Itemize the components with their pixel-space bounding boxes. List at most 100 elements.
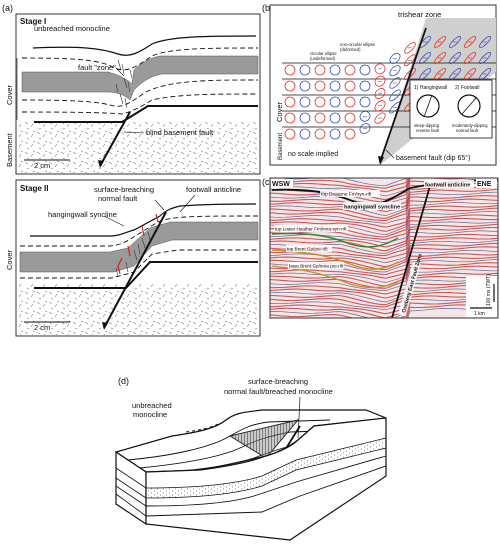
strain-ellipse xyxy=(299,112,311,124)
strain-ellipse xyxy=(404,42,416,54)
panel-c-tag: (c) xyxy=(262,177,273,187)
seismic-reflector xyxy=(303,304,498,318)
strain-ellipse xyxy=(434,36,446,48)
horizon-3-label: top Brent Gp/pre-rift xyxy=(287,247,328,252)
strain-ellipse xyxy=(374,63,386,75)
strain-ellipse xyxy=(479,36,491,48)
strain-ellipse xyxy=(329,128,341,140)
stage-2-dashed-bed-2 xyxy=(20,249,258,279)
seismic-frame xyxy=(269,177,499,319)
strain-ellipse xyxy=(389,52,401,64)
strain-ellipse xyxy=(374,75,386,87)
strain-ellipse xyxy=(359,64,371,76)
strain-ellipse xyxy=(314,112,326,124)
stage-1-surface-line xyxy=(32,35,257,56)
wsw-label: WSW xyxy=(272,181,290,188)
stage-2-scale-label: 2 cm xyxy=(34,323,50,332)
stage-1-fault-zone-leader xyxy=(115,67,125,77)
strain-ellipse xyxy=(284,128,296,140)
seismic-reflector xyxy=(270,178,408,189)
seismic-reflector xyxy=(270,198,498,222)
strain-ellipse xyxy=(389,89,401,102)
inset-hangingwall-circle xyxy=(416,94,440,118)
km-scale-label: 1 km xyxy=(474,311,485,317)
seismic-reflector xyxy=(270,265,498,289)
strain-ellipse xyxy=(449,52,461,64)
stage-1-basement-top xyxy=(34,105,258,123)
seismic-reflector xyxy=(270,207,498,232)
strain-ellipse xyxy=(329,80,341,92)
stage-2-title: Stage II xyxy=(20,184,48,193)
seismic-reflector xyxy=(270,204,498,228)
stage-2-fault-leader xyxy=(154,199,165,211)
strain-ellipse xyxy=(344,112,356,124)
stage-2-surface-fault-line1: surface-breaching xyxy=(94,185,154,194)
scale-box-bg xyxy=(466,276,497,317)
seismic-reflector xyxy=(270,281,498,306)
stage-2-basement-top xyxy=(34,261,258,289)
unbreached-dashed xyxy=(185,423,219,433)
panel-d-unbreached-2: monocline xyxy=(133,410,167,419)
strain-ellipse xyxy=(419,68,431,80)
seismic-reflector xyxy=(270,278,498,303)
horizon-top-brent xyxy=(271,249,399,270)
strain-ellipse xyxy=(389,65,401,77)
stage-1-basement-label: Basement xyxy=(5,132,14,167)
no-scale-label: no scale implied xyxy=(288,151,338,158)
stage-1-fault-zone-label: fault "zone" xyxy=(78,63,116,72)
basement-fault-arrow xyxy=(378,156,384,165)
inset-footwall-title: 2) Footwall xyxy=(455,85,479,91)
seismic-reflector xyxy=(270,256,498,279)
fault-scarp-shade xyxy=(230,420,298,458)
panel-a-tag: (a) xyxy=(2,3,13,13)
panel-b-tag: (b) xyxy=(262,3,273,13)
strata-sand-band xyxy=(145,437,387,499)
seismic-reflector xyxy=(270,202,498,224)
seismic-reflector xyxy=(270,242,498,268)
fault-scarp xyxy=(228,419,300,459)
strain-ellipse xyxy=(284,96,296,108)
panel-d-tag: (d) xyxy=(118,376,129,386)
strain-ellipse xyxy=(344,64,356,76)
strain-ellipse xyxy=(299,128,311,140)
stage-1-unbreached-label: unbreached monocline xyxy=(34,24,110,33)
stage-1-dashed-bed-3 xyxy=(21,93,259,115)
circular-ellipse-label-2: (undeformed) xyxy=(310,56,336,61)
seismic-reflector xyxy=(270,269,498,291)
stage-1-fault-arrow xyxy=(98,160,104,168)
ene-label-bg xyxy=(476,179,497,188)
front-strata-3 xyxy=(115,485,147,507)
strain-ellipse xyxy=(464,68,476,80)
panel-d-unbreached-1: unbreached xyxy=(132,401,172,410)
horizon-4-label-bg xyxy=(288,262,344,269)
seismic-reflector xyxy=(270,178,410,197)
hangingwall-label: hangingwall syncline xyxy=(344,205,400,211)
basement-fault-line xyxy=(379,27,427,163)
horizon-1-label-bg xyxy=(320,190,380,197)
trishear-label: trishear zone xyxy=(398,10,441,19)
strain-ellipse xyxy=(479,68,491,80)
strain-ellipse xyxy=(359,123,371,135)
strain-ellipse xyxy=(314,96,326,108)
inset-footwall-circle xyxy=(457,94,481,118)
stage-2-surface-line xyxy=(30,203,257,237)
strain-ellipse xyxy=(359,96,371,108)
noncircular-ellipse-label-1: non-circular ellipse xyxy=(340,42,376,47)
panel-d-surface-fault-2: normal fault/breached monocline xyxy=(224,387,333,396)
stage-2-fault-ticks xyxy=(115,231,151,277)
strain-ellipse xyxy=(449,36,461,48)
strain-ellipse xyxy=(374,100,386,112)
footwall-label: footwall anticline xyxy=(425,183,470,189)
footwall-label-bg xyxy=(424,180,474,188)
strain-ellipse xyxy=(344,128,356,140)
stage-2-surface-fault-line2: normal fault xyxy=(98,194,138,203)
fault-label-bg xyxy=(398,262,421,317)
stage-1-basement xyxy=(17,122,259,173)
strain-ellipse xyxy=(284,112,296,124)
strain-ellipse xyxy=(314,80,326,92)
seismic-reflector xyxy=(270,195,498,219)
seismic-reflector xyxy=(270,297,498,318)
horizon-1-label: top Draupne Fm/syn-rift xyxy=(321,192,372,198)
horizon-2-label: top Lower Heather Fm/intra-syn-rift xyxy=(275,227,347,232)
